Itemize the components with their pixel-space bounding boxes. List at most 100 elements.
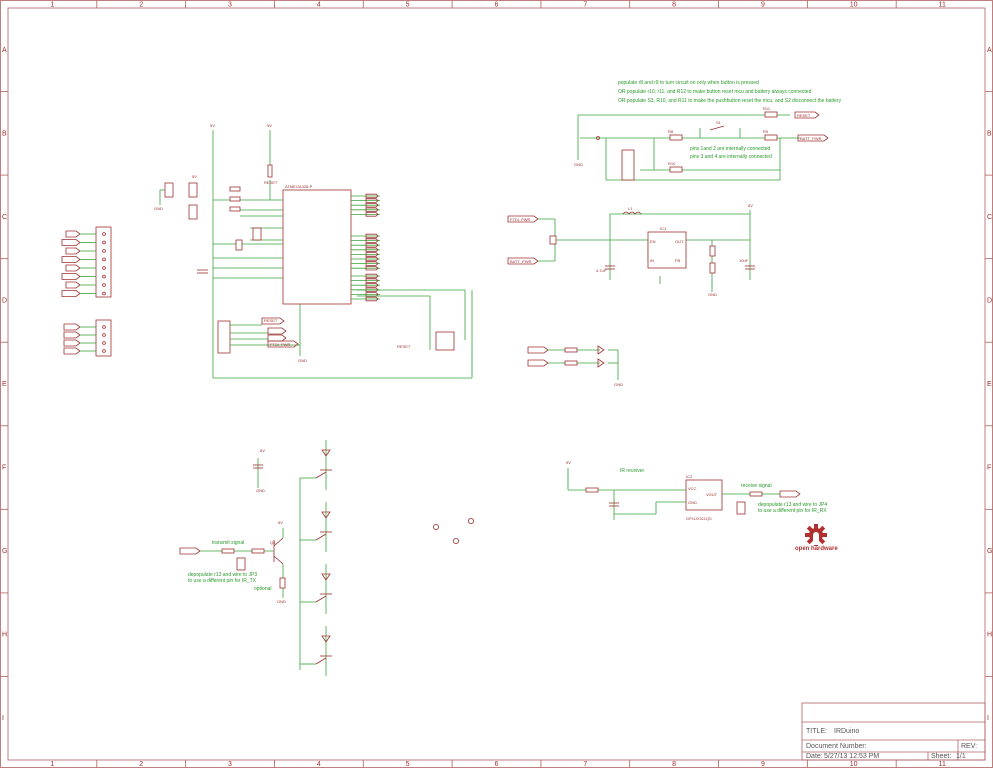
mcu-atmega328: ATMEGA328-P 5V 5V RESET [197, 123, 473, 379]
svg-text:5V: 5V [192, 174, 197, 179]
grid-column-label: 2 [139, 2, 143, 9]
svg-text:IC1: IC1 [660, 226, 667, 231]
grid-column-label: 1 [50, 2, 54, 9]
svg-text:GND: GND [298, 358, 307, 363]
grid-row-label: I [2, 715, 4, 722]
svg-text:5V: 5V [267, 123, 272, 128]
grid-row-label: E [2, 381, 7, 388]
note-depopulate-tx-1: depopulate r13 and wire to JP3 [188, 572, 257, 578]
grid-row-label: A [2, 47, 7, 54]
grid-column-label: 6 [495, 761, 499, 768]
grid-column-label: 7 [583, 761, 587, 768]
grid-column-label: 11 [939, 2, 946, 9]
grid-column-label: 10 [850, 761, 858, 768]
misc-parts-top-left: GND 5V [154, 174, 198, 220]
svg-text:GND: GND [154, 206, 163, 211]
grid-row-label: F [2, 465, 6, 472]
title-label: TITLE: [806, 728, 827, 735]
date-label: Date: [806, 753, 823, 760]
mounting-hole [452, 538, 459, 545]
note-pins-34: pins 3 and 4 are internally connected [690, 154, 772, 160]
grid-row-label: B [2, 130, 7, 137]
svg-text:5V: 5V [566, 460, 571, 465]
grid-row-label: C [2, 214, 7, 221]
grid-column-label: 10 [850, 2, 858, 9]
grid-column-label: 3 [228, 2, 232, 9]
rev-label: REV: [961, 743, 977, 750]
svg-text:FB: FB [675, 258, 680, 263]
grid-column-label: 7 [583, 2, 587, 9]
grid-row-label: C [987, 214, 992, 221]
note-optional: optional [254, 586, 272, 592]
grid-column-label: 4 [317, 761, 321, 768]
frame-inner [7, 7, 986, 761]
svg-text:R9: R9 [763, 129, 769, 134]
svg-text:VOUT: VOUT [706, 492, 718, 497]
svg-text:RESET: RESET [797, 113, 811, 118]
svg-text:FTDI_PWR: FTDI_PWR [270, 342, 291, 347]
svg-text:5V: 5V [748, 203, 753, 208]
title-block [801, 702, 986, 761]
grid-column-label: 6 [495, 2, 499, 9]
svg-text:BATT_PWR: BATT_PWR [510, 259, 532, 264]
grid-row-label: I [987, 715, 989, 722]
svg-text:5V: 5V [210, 123, 215, 128]
sheet-value: 1/1 [956, 753, 966, 760]
svg-text:S1: S1 [716, 120, 722, 125]
grid-column-label: 4 [317, 2, 321, 9]
svg-text:RESET: RESET [264, 318, 278, 323]
power-regulator: FTDI_PWR BATT_PWR EN OUT IN FB IC1 5V GN… [507, 203, 755, 297]
svg-text:5V: 5V [278, 520, 283, 525]
svg-text:open hardware: open hardware [795, 546, 838, 552]
mounting-hole [467, 518, 474, 525]
svg-text:BATT_PWR: BATT_PWR [800, 136, 822, 141]
svg-text:5V: 5V [260, 448, 265, 453]
reset-switch-network: GND S1 R8 R9 R11 R10 [574, 106, 800, 181]
svg-text:RESET: RESET [397, 344, 411, 349]
svg-text:4.7uF: 4.7uF [596, 268, 607, 273]
ir-led-drivers: GND 5V GND 5V Q5 [179, 440, 332, 676]
note-receive-signal: receive signal [741, 483, 772, 489]
grid-column-label: 1 [50, 761, 54, 768]
date-value: 5/27/13 12:53 PM [824, 753, 879, 760]
grid-row-label: A [987, 47, 992, 54]
ftdi-header: RESET FTDI_PWR GND [217, 317, 307, 363]
note-populate-1: populate r8 and r9 to turn circuit on on… [618, 80, 759, 86]
grid-column-label: 8 [672, 2, 676, 9]
grid-row-label: D [987, 297, 992, 304]
grid-row-label: G [987, 548, 992, 555]
grid-column-label: 5 [406, 2, 410, 9]
svg-text:R10: R10 [668, 161, 676, 166]
svg-text:GND: GND [688, 500, 697, 505]
grid-row-label: D [2, 297, 7, 304]
grid-row-label: H [987, 632, 992, 639]
grid-column-label: 9 [761, 2, 765, 9]
ir-receiver: VCC GND VOUT IC2 GP1UX311QS 5V [566, 460, 801, 521]
open-hardware-logo: open hardware [795, 524, 838, 552]
svg-text:R8: R8 [668, 129, 674, 134]
note-populate-2: OR populate r10, r11, and R12 to make bu… [618, 89, 812, 95]
svg-text:Q5: Q5 [270, 540, 276, 545]
note-transmit-signal: transmit signal [212, 540, 244, 546]
note-depopulate-rx-1: depopulate r13 and wire to JP4 [758, 502, 827, 508]
svg-text:GP1UX311QS: GP1UX311QS [686, 516, 712, 521]
reset-net-label: RESET [794, 111, 820, 119]
note-depopulate-tx-2: to use a different pin for IR_TX [188, 578, 257, 584]
note-populate-3: OR populate S3, R10, and R11 to make the… [618, 98, 842, 104]
document-number-label: Document Number: [806, 743, 867, 750]
grid-row-label: F [987, 465, 991, 472]
svg-text:OUT: OUT [675, 239, 684, 244]
svg-text:R11: R11 [763, 106, 771, 111]
note-pins-12: pins 1and 2 are internally connected [690, 146, 771, 152]
svg-text:FTDI_PWR: FTDI_PWR [510, 217, 531, 222]
status-leds: GND [527, 345, 623, 387]
note-depopulate-rx-2: to use a different pin for IR_RX [758, 508, 827, 514]
svg-text:10uF: 10uF [739, 258, 749, 263]
header-jp2 [63, 319, 112, 357]
svg-text:GND: GND [614, 382, 623, 387]
svg-text:IC2: IC2 [686, 474, 693, 479]
grid-column-label: 11 [939, 761, 946, 768]
